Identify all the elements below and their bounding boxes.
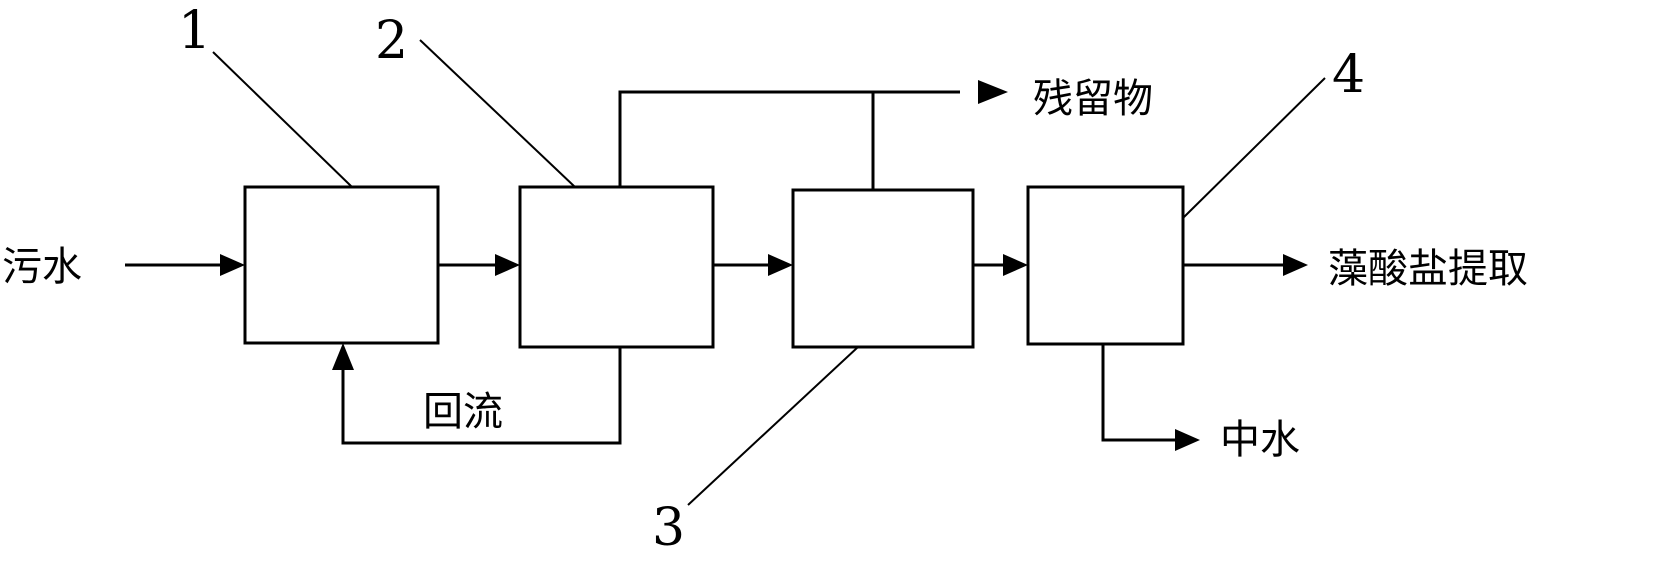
arrowhead-3-4 xyxy=(1003,254,1028,276)
process-unit-1 xyxy=(243,185,440,345)
input-arrowhead xyxy=(220,254,245,276)
callout-leader-1 xyxy=(212,51,353,188)
residue-line-from-unit-2 xyxy=(618,90,960,187)
callout-leader-3 xyxy=(687,346,859,506)
recycle-flow-line xyxy=(341,347,622,445)
product-arrowhead xyxy=(1283,254,1308,276)
callout-2: 2 xyxy=(375,11,408,71)
reclaimed-water-label: 中水 xyxy=(1220,417,1300,463)
residue-arrowhead xyxy=(978,80,1008,104)
recycle-arrowhead xyxy=(332,343,354,370)
product-label: 藻酸盐提取 xyxy=(1328,246,1528,292)
process-unit-4 xyxy=(1026,185,1185,346)
process-unit-2 xyxy=(518,185,715,349)
reclaimed-water-arrowhead xyxy=(1175,429,1200,451)
input-label: 污水 xyxy=(2,244,82,290)
callout-leader-4 xyxy=(1182,77,1326,219)
arrowhead-1-2 xyxy=(495,254,520,276)
process-unit-3 xyxy=(791,188,975,349)
callout-4: 4 xyxy=(1332,45,1365,105)
arrowhead-2-3 xyxy=(768,254,793,276)
recycle-label: 回流 xyxy=(423,389,503,435)
callout-leader-2 xyxy=(419,39,576,188)
callout-3: 3 xyxy=(652,498,685,558)
reclaimed-water-line xyxy=(1101,344,1178,442)
callout-1: 1 xyxy=(178,1,211,61)
residue-label: 残留物 xyxy=(1033,76,1153,122)
